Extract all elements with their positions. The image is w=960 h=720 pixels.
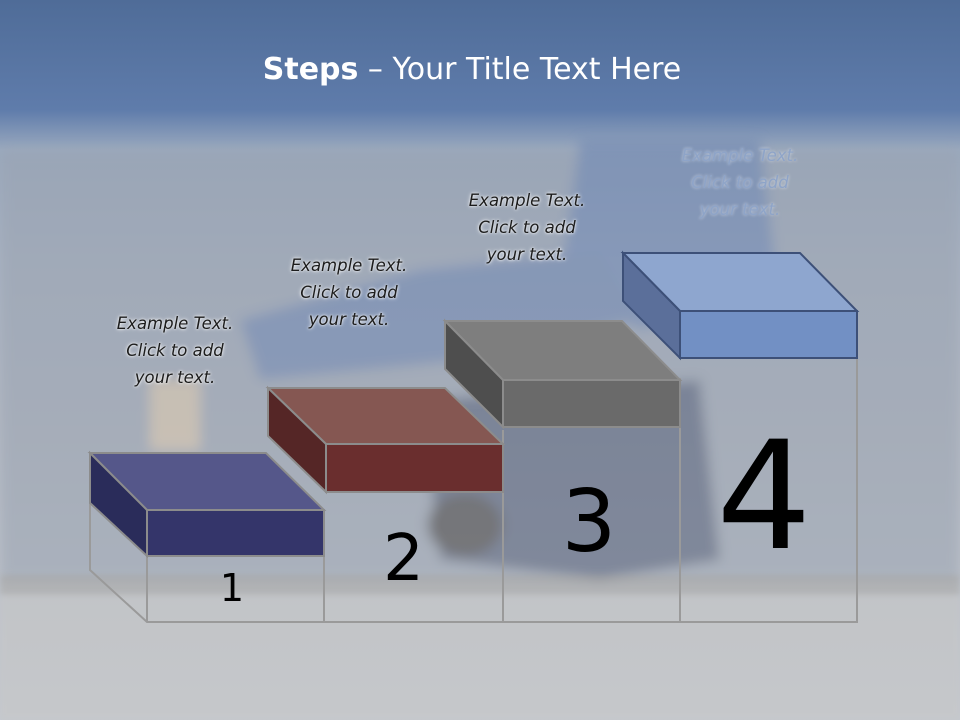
step-4-text[interactable]: Example Text. Click to add your text. <box>660 142 820 223</box>
step-2-text-line-1: Example Text. <box>290 256 408 275</box>
step-1-text[interactable]: Example Text. Click to add your text. <box>95 310 255 391</box>
step-1-text-line-2: Click to add <box>126 341 224 360</box>
step-3-number: 3 <box>561 472 617 572</box>
title-bold: Steps <box>262 52 359 87</box>
step-2-block[interactable] <box>265 385 506 495</box>
step-3-block[interactable] <box>442 318 683 430</box>
step-4-number: 4 <box>716 410 812 584</box>
step-4-block[interactable] <box>620 250 860 361</box>
step-2-text-line-2: Click to add <box>300 283 398 302</box>
step-2-text[interactable]: Example Text. Click to add your text. <box>269 252 429 333</box>
step-4-text-line-3: your text. <box>699 200 781 219</box>
slide-title: Steps – Your Title Text Here <box>0 52 944 87</box>
step-2-number: 2 <box>383 522 424 596</box>
step-2-text-line-3: your text. <box>308 310 390 329</box>
step-1-block[interactable] <box>87 450 327 559</box>
step-1-number: 1 <box>219 566 245 610</box>
step-3-text[interactable]: Example Text. Click to add your text. <box>447 187 607 268</box>
title-rest: – Your Title Text Here <box>358 52 682 87</box>
step-4-text-line-2: Click to add <box>691 173 789 192</box>
step-3-text-line-1: Example Text. <box>468 191 586 210</box>
step-1-text-line-1: Example Text. <box>116 314 234 333</box>
step-3-text-line-3: your text. <box>486 245 568 264</box>
step-1-text-line-3: your text. <box>134 368 216 387</box>
step-4-text-line-1: Example Text. <box>681 146 799 165</box>
step-3-text-line-2: Click to add <box>478 218 576 237</box>
